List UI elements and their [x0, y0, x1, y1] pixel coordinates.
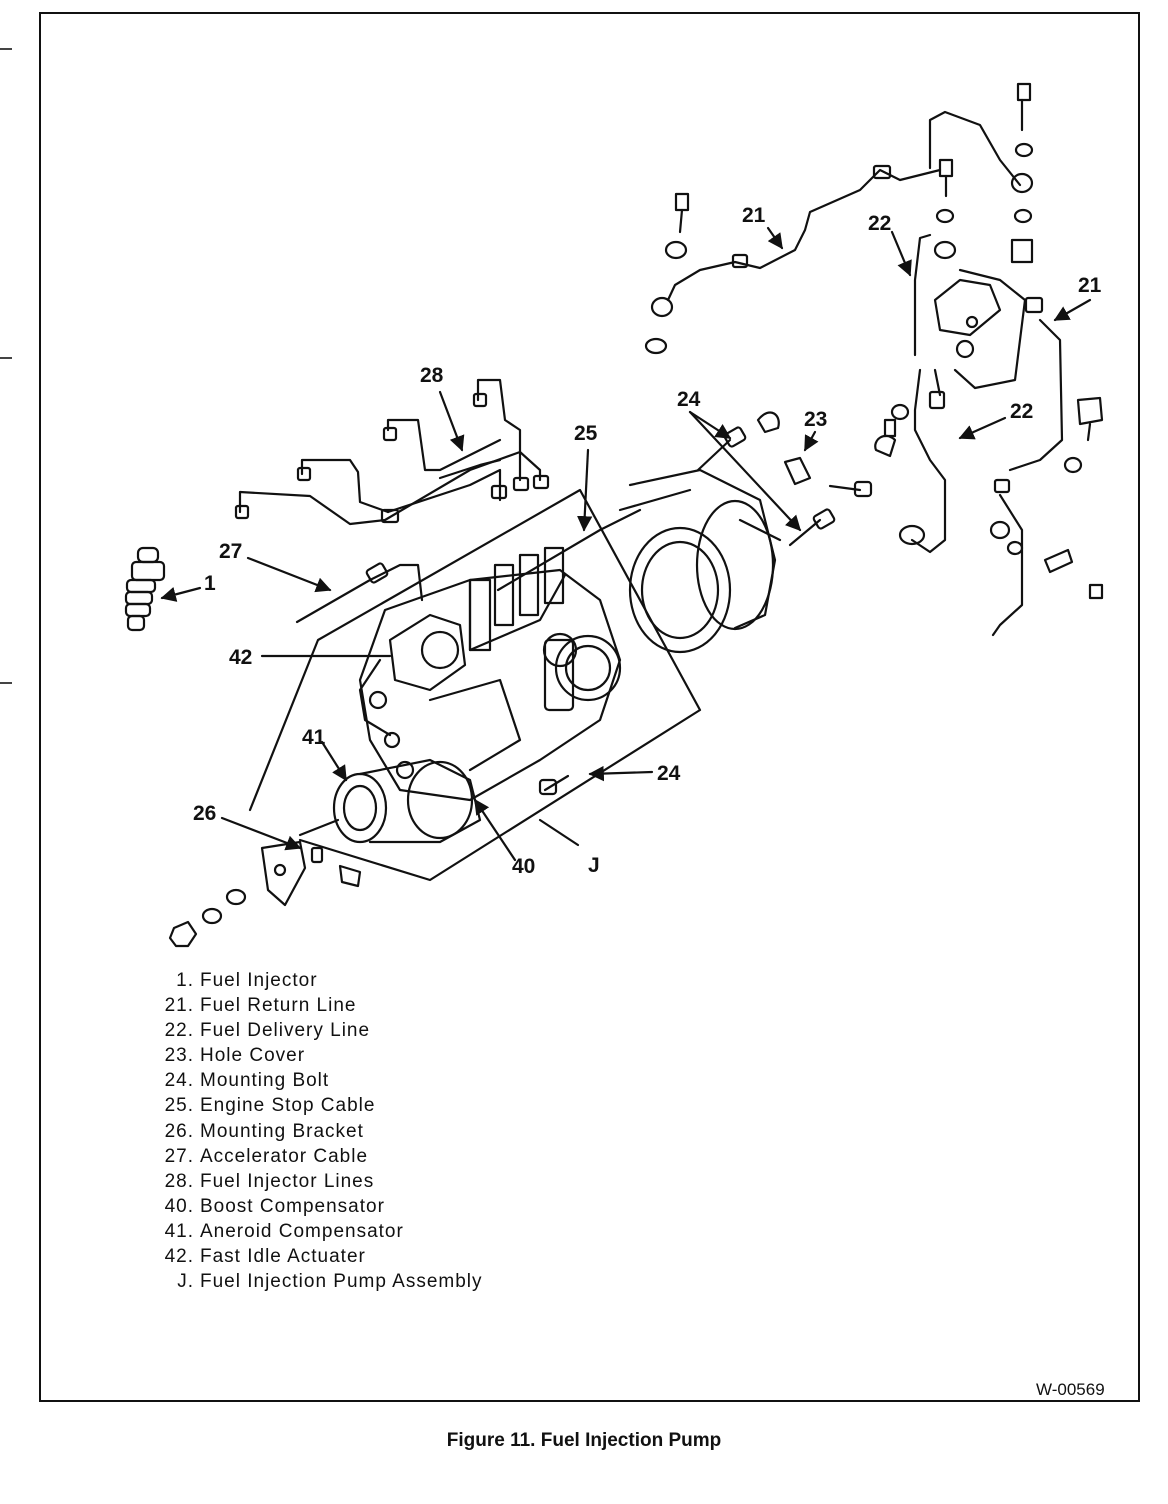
- callout-26: 26: [193, 802, 216, 825]
- callout-40: 40: [512, 855, 535, 878]
- legend-key: 1.: [176, 970, 194, 991]
- callout-21: 21: [742, 204, 766, 227]
- legend-label: Fuel Delivery Line: [200, 1020, 371, 1042]
- callout-28: 28: [420, 364, 444, 387]
- fuel-return-lines: [666, 110, 1064, 637]
- legend-item: 26. Mounting Bracket: [150, 1119, 483, 1144]
- filter-hardware: [644, 82, 1104, 600]
- engine-stop-cable: [496, 508, 642, 592]
- callout-j: J: [588, 854, 600, 877]
- legend-item: 24. Mounting Bolt: [150, 1068, 483, 1093]
- leader-lines: [160, 226, 1092, 862]
- legend-item: 23. Hole Cover: [150, 1043, 483, 1068]
- callout-1: 1: [204, 572, 216, 595]
- figure-caption: Figure 11. Fuel Injection Pump: [446, 1430, 722, 1451]
- accelerator-cable: [295, 563, 424, 624]
- legend-key: 26.: [164, 1120, 194, 1142]
- mounting-bolts: [538, 411, 836, 796]
- margin-mark: [0, 682, 12, 684]
- legend-label: Fuel Injector Lines: [200, 1170, 375, 1192]
- callout-24: 24: [657, 762, 681, 785]
- legend-label: Hole Cover: [200, 1045, 306, 1067]
- callout-22: 22: [868, 212, 891, 235]
- callout-23: 23: [804, 408, 827, 431]
- parts-legend: 1. Fuel Injector 21. Fuel Return Line 22. Fue…: [150, 968, 483, 1294]
- margin-mark: [0, 357, 12, 359]
- assembly-j-outline: [248, 488, 702, 882]
- legend-key: 23.: [164, 1045, 194, 1067]
- legend-item: 42. Fast Idle Actuater: [150, 1244, 483, 1269]
- legend-label: Mounting Bracket: [200, 1120, 364, 1142]
- figure-frame: [39, 12, 1140, 1402]
- legend-key: 22.: [164, 1020, 194, 1042]
- legend-key: 40.: [164, 1195, 194, 1217]
- legend-key: 24.: [164, 1070, 194, 1092]
- legend-item: J. Fuel Injection Pump Assembly: [150, 1269, 483, 1294]
- legend-item: 41. Aneroid Compensator: [150, 1219, 483, 1244]
- legend-label: Engine Stop Cable: [200, 1095, 376, 1117]
- legend-label: Mounting Bolt: [200, 1070, 330, 1092]
- legend-label: Fuel Injection Pump Assembly: [200, 1271, 483, 1293]
- legend-label: Aneroid Compensator: [200, 1220, 404, 1242]
- legend-label: Fast Idle Actuater: [200, 1246, 366, 1268]
- legend-item: 21. Fuel Return Line: [150, 993, 483, 1018]
- hole-cover: [783, 456, 873, 498]
- drawing-code: W-00569: [1036, 1380, 1105, 1399]
- legend-key: J.: [177, 1271, 194, 1293]
- legend-item: 27. Accelerator Cable: [150, 1144, 483, 1169]
- legend-item: 40. Boost Compensator: [150, 1194, 483, 1219]
- legend-key: 28.: [164, 1170, 194, 1192]
- callout-labels: 1 21 21 22 22 23 24 24 25 26 27 28 40 41…: [193, 204, 1102, 878]
- legend-item: 25. Engine Stop Cable: [150, 1093, 483, 1118]
- legend-label: Fuel Injector: [200, 970, 318, 991]
- legend-key: 42.: [164, 1246, 194, 1268]
- callout-24: 24: [677, 388, 701, 411]
- legend-item: 28. Fuel Injector Lines: [150, 1169, 483, 1194]
- callout-42: 42: [229, 646, 252, 669]
- callout-22: 22: [1010, 400, 1033, 423]
- fuel-injector: [124, 546, 166, 632]
- legend-key: 25.: [164, 1095, 194, 1117]
- callout-41: 41: [302, 726, 326, 749]
- legend-label: Boost Compensator: [200, 1195, 385, 1217]
- callout-25: 25: [574, 422, 598, 445]
- legend-item: 22. Fuel Delivery Line: [150, 1018, 483, 1043]
- callout-21: 21: [1078, 274, 1102, 297]
- legend-key: 21.: [164, 995, 194, 1017]
- legend-key: 41.: [164, 1220, 194, 1242]
- fuel-filter: [933, 268, 1027, 390]
- legend-item: 1. Fuel Injector: [150, 968, 483, 993]
- mounting-bracket: [168, 840, 362, 948]
- margin-mark: [0, 48, 12, 50]
- fuel-delivery-lines: [898, 233, 947, 554]
- injection-pump-body: [358, 546, 622, 802]
- legend-label: Accelerator Cable: [200, 1145, 369, 1167]
- fuel-injector-lines: [234, 378, 550, 526]
- legend-label: Fuel Return Line: [200, 995, 357, 1017]
- gear-housing: [618, 468, 782, 654]
- legend-key: 27.: [164, 1145, 194, 1167]
- callout-27: 27: [219, 540, 242, 563]
